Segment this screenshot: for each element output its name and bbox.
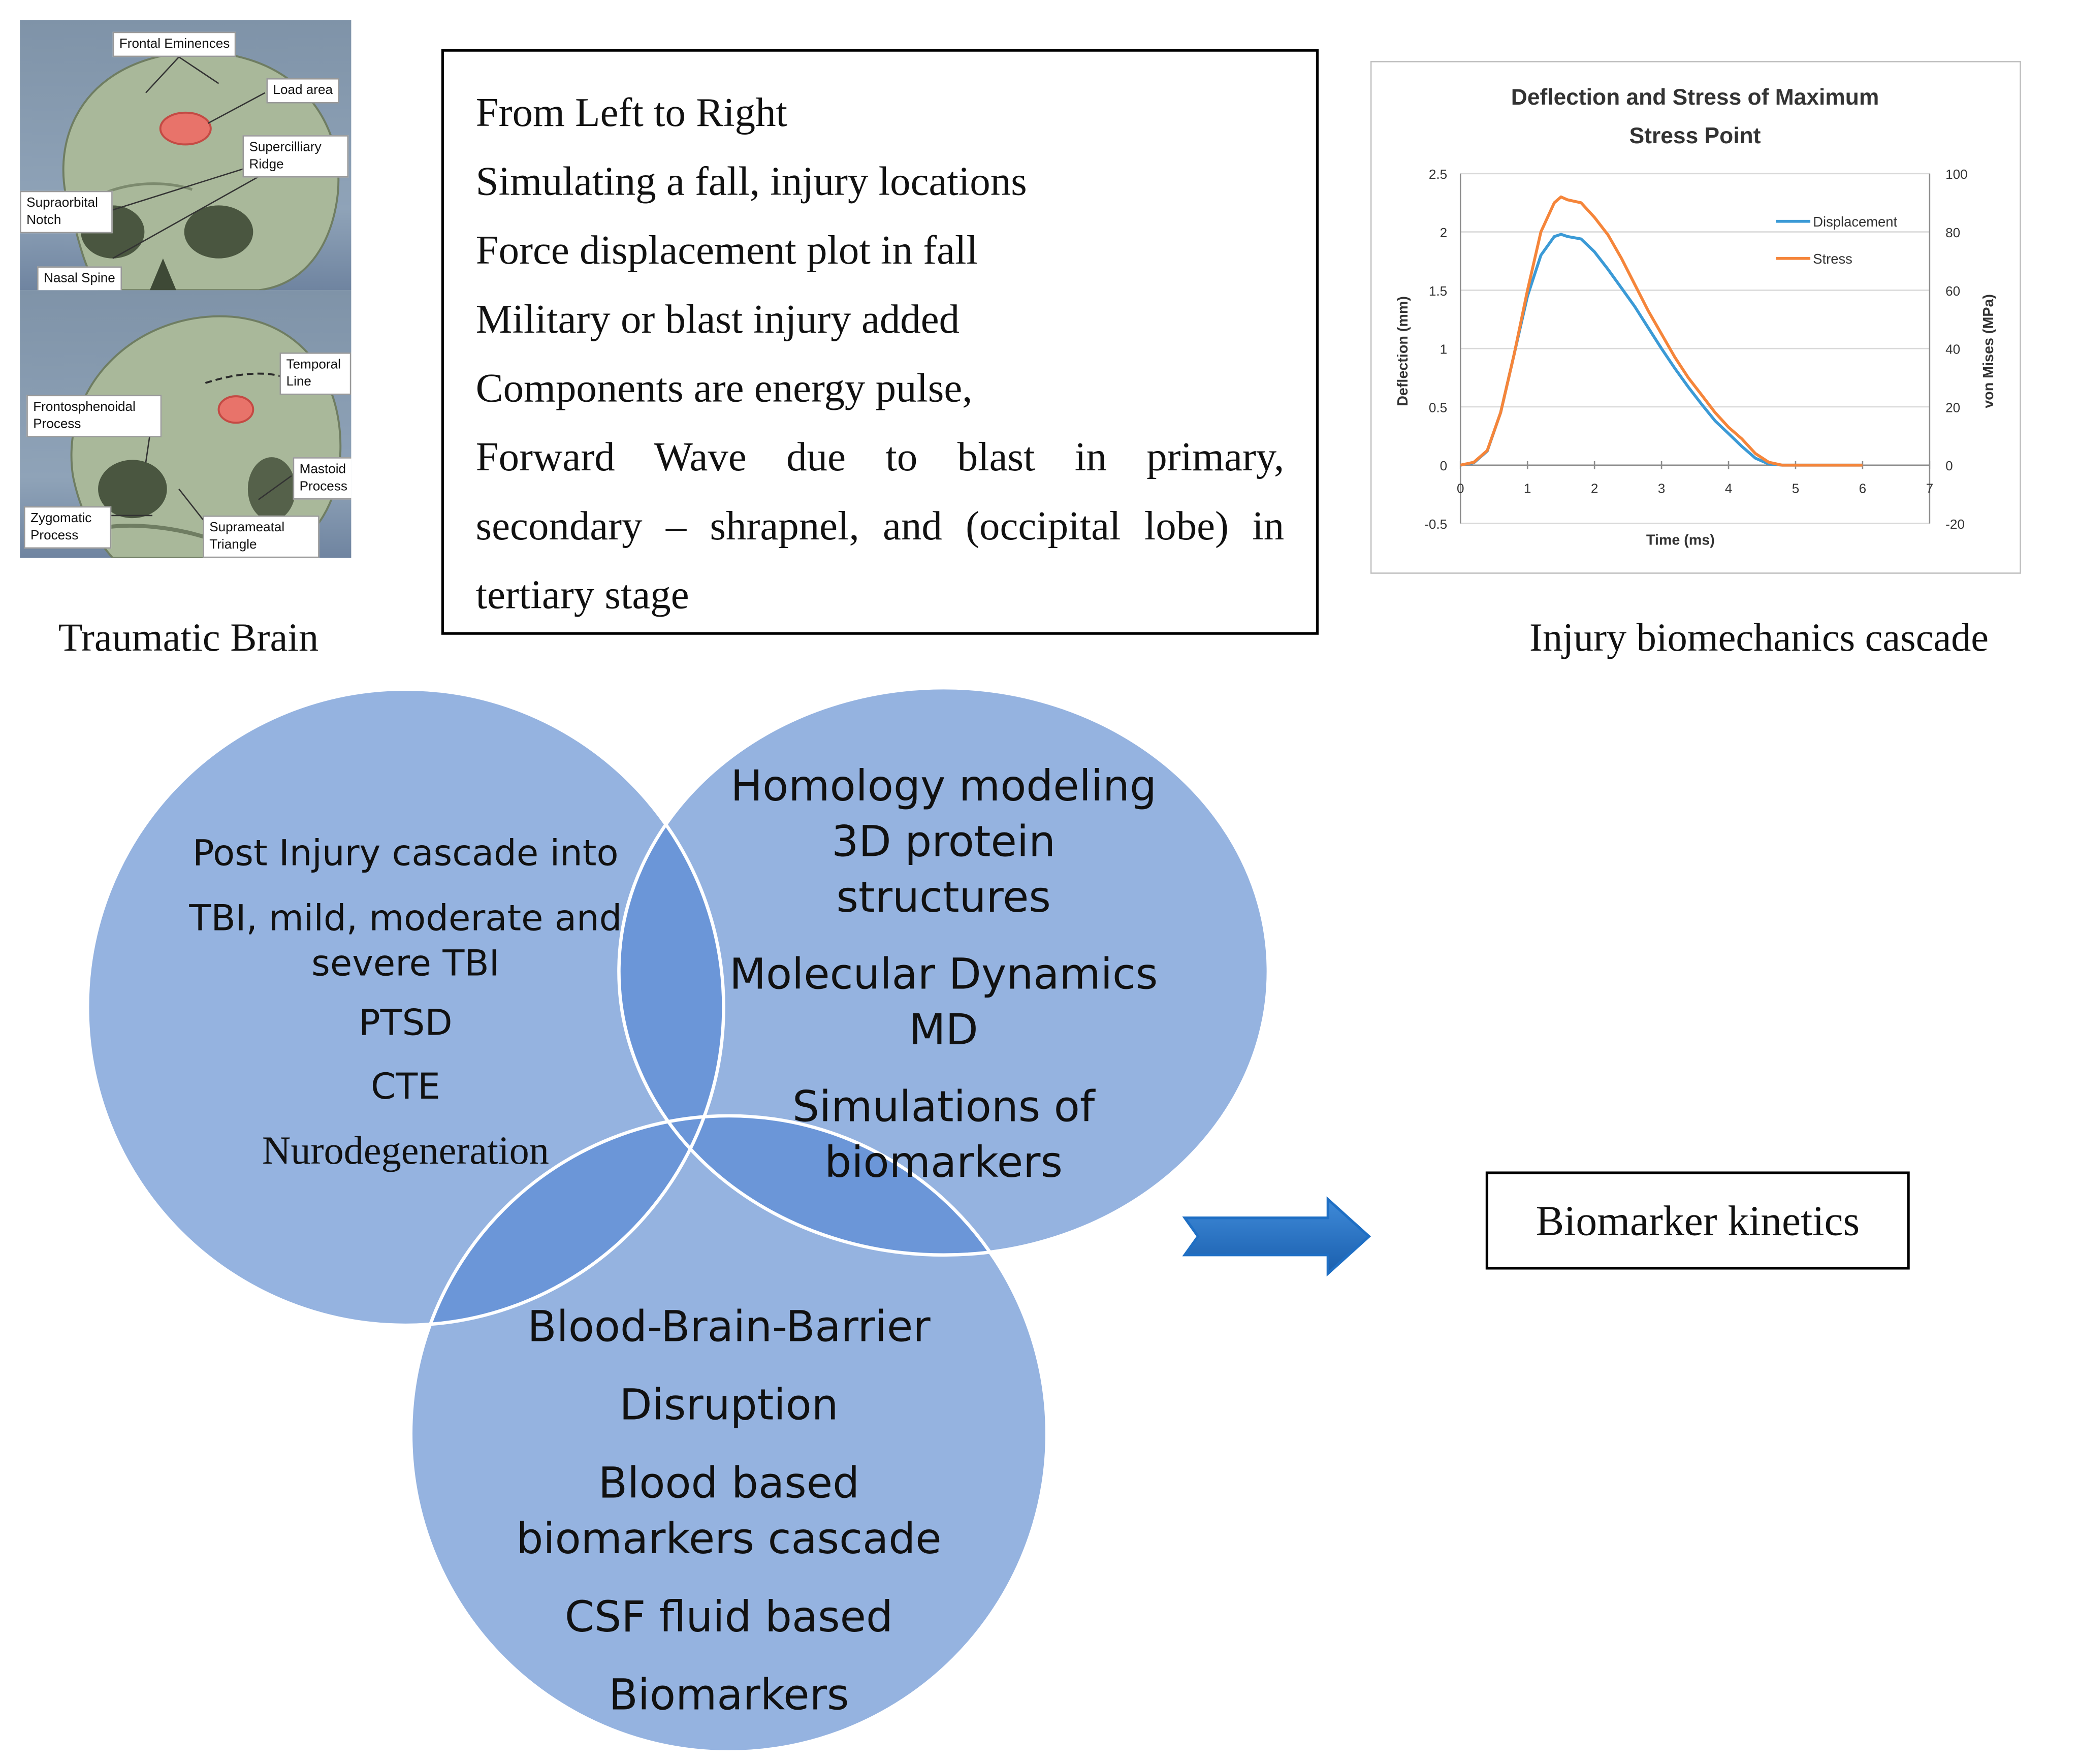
y2-tick-label: 100 bbox=[1945, 167, 1968, 182]
y-axis-label: Deflection (mm) bbox=[1395, 296, 1411, 406]
venn-left-text: Post Injury cascade into TBI, mild, mode… bbox=[167, 828, 644, 1178]
venn-left-line: severe TBI bbox=[311, 943, 500, 985]
venn-diagram: Post Injury cascade into TBI, mild, mode… bbox=[0, 663, 1325, 1764]
chart-frame bbox=[1370, 61, 2021, 574]
y2-tick-label: 80 bbox=[1945, 225, 1960, 240]
label-supraorbital-notch: Supraorbital Notch bbox=[20, 190, 113, 234]
description-line: From Left to Right bbox=[475, 88, 788, 136]
venn-right-line: 3D protein bbox=[832, 816, 1056, 867]
y-tick-label: 2 bbox=[1440, 225, 1448, 240]
label-mastoid-process: Mastoid Process bbox=[293, 457, 351, 500]
load-area-marker bbox=[159, 111, 212, 146]
legend-label: Displacement bbox=[1813, 214, 1897, 230]
venn-right-line: Molecular Dynamics bbox=[729, 949, 1158, 1000]
x-tick-label: 7 bbox=[1926, 481, 1934, 496]
venn-bottom-text: Blood-Brain-Barrier Disruption Blood bas… bbox=[490, 1299, 967, 1723]
y-tick-label: -0.5 bbox=[1424, 517, 1447, 532]
skull-frontal-illustration bbox=[62, 51, 340, 291]
y2-axis-label: von Mises (MPa) bbox=[1980, 294, 1997, 408]
description-line: Simulating a fall, injury locations bbox=[475, 157, 1027, 204]
skull-frontal-view: Frontal Eminences Load area Supercilliar… bbox=[20, 20, 351, 291]
venn-bottom-line: biomarkers cascade bbox=[516, 1513, 942, 1564]
x-tick-label: 3 bbox=[1658, 481, 1666, 496]
description-line: tertiary stage bbox=[475, 571, 689, 618]
load-area-marker-lateral bbox=[217, 395, 254, 424]
label-zygomatic-process: Zygomatic Process bbox=[23, 506, 112, 549]
description-line: secondary – shrapnel, and (occipital lob… bbox=[475, 502, 1285, 549]
x-axis-label: Time (ms) bbox=[1646, 532, 1715, 548]
venn-left-line: Nurodegeneration bbox=[262, 1129, 549, 1173]
right-arrow-icon bbox=[1182, 1196, 1371, 1277]
venn-left-line: CTE bbox=[371, 1067, 440, 1108]
x-tick-label: 4 bbox=[1725, 481, 1733, 496]
venn-bottom-line: Disruption bbox=[619, 1380, 839, 1430]
label-frontal-eminences: Frontal Eminences bbox=[112, 31, 237, 57]
label-frontosphenoidal-process: Frontosphenoidal Process bbox=[26, 395, 162, 438]
legend-label: Stress bbox=[1813, 251, 1852, 267]
label-supercilliary-ridge: Supercilliary Ridge bbox=[242, 135, 349, 178]
caption-traumatic-brain: Traumatic Brain bbox=[58, 616, 319, 660]
description-line: Force displacement plot in fall bbox=[475, 227, 978, 273]
x-tick-label: 1 bbox=[1524, 481, 1531, 496]
y2-tick-label: 20 bbox=[1945, 400, 1960, 415]
venn-bottom-line: CSF fluid based bbox=[564, 1591, 893, 1642]
venn-overlap-left-bottom bbox=[410, 1115, 724, 1326]
y-tick-label: 0.5 bbox=[1429, 400, 1447, 415]
x-tick-label: 6 bbox=[1859, 481, 1867, 496]
chart-title-line-2: Stress Point bbox=[1629, 123, 1761, 148]
venn-right-line: Homology modeling bbox=[730, 760, 1157, 811]
y-tick-label: 0 bbox=[1440, 458, 1448, 473]
series-line-stress bbox=[1460, 195, 1863, 467]
label-nasal-spine: Nasal Spine bbox=[37, 266, 122, 291]
venn-right-line: biomarkers bbox=[824, 1137, 1063, 1188]
description-line: Military or blast injury added bbox=[475, 295, 960, 342]
venn-bottom-line: Biomarkers bbox=[609, 1670, 849, 1720]
venn-right-text: Homology modeling 3D protein structures … bbox=[705, 758, 1182, 1190]
y2-tick-label: 0 bbox=[1945, 458, 1953, 473]
y-tick-label: 2.5 bbox=[1429, 167, 1447, 182]
venn-right-line: Simulations of bbox=[792, 1081, 1095, 1132]
x-tick-label: 5 bbox=[1792, 481, 1800, 496]
x-tick-label: 0 bbox=[1457, 481, 1464, 496]
description-line: Components are energy pulse, bbox=[475, 364, 973, 411]
label-temporal-line: Temporal Line bbox=[279, 352, 351, 395]
y2-tick-label: 60 bbox=[1945, 283, 1960, 299]
description-line: Forward Wave due to blast in primary, bbox=[475, 433, 1285, 480]
venn-bottom-line: Blood-Brain-Barrier bbox=[527, 1301, 931, 1352]
venn-left-line: TBI, mild, moderate and bbox=[189, 898, 622, 940]
label-suprameatal-triangle: Suprameatal Triangle bbox=[203, 515, 319, 558]
y-tick-label: 1.5 bbox=[1429, 283, 1447, 299]
biomarker-kinetics-box: Biomarker kinetics bbox=[1485, 1171, 1910, 1270]
y2-tick-label: 40 bbox=[1945, 342, 1960, 357]
description-box: From Left to Right Simulating a fall, in… bbox=[441, 49, 1319, 635]
biomarker-kinetics-label: Biomarker kinetics bbox=[1536, 1196, 1860, 1244]
label-load-area: Load area bbox=[266, 78, 340, 104]
venn-left-line: Post Injury cascade into bbox=[193, 833, 619, 875]
venn-circles bbox=[85, 686, 1270, 1754]
venn-right-line: structures bbox=[836, 872, 1051, 922]
venn-right-line: MD bbox=[909, 1004, 978, 1055]
skull-lateral-view: Temporal Line Frontosphenoidal Process M… bbox=[20, 290, 351, 558]
chart-title-line-1: Deflection and Stress of Maximum bbox=[1511, 85, 1879, 110]
venn-bottom-line: Blood based bbox=[598, 1458, 860, 1509]
venn-circle-right bbox=[619, 688, 1268, 1255]
y-tick-label: 1 bbox=[1440, 342, 1448, 357]
deflection-stress-chart: Deflection and Stress of Maximum Stress … bbox=[1370, 61, 2023, 575]
caption-injury-biomechanics: Injury biomechanics cascade bbox=[1529, 616, 1989, 660]
y2-tick-label: -20 bbox=[1945, 517, 1965, 532]
x-tick-label: 2 bbox=[1591, 481, 1599, 496]
chart-svg: Deflection and Stress of Maximum Stress … bbox=[1370, 61, 2021, 574]
venn-left-line: PTSD bbox=[359, 1003, 453, 1044]
